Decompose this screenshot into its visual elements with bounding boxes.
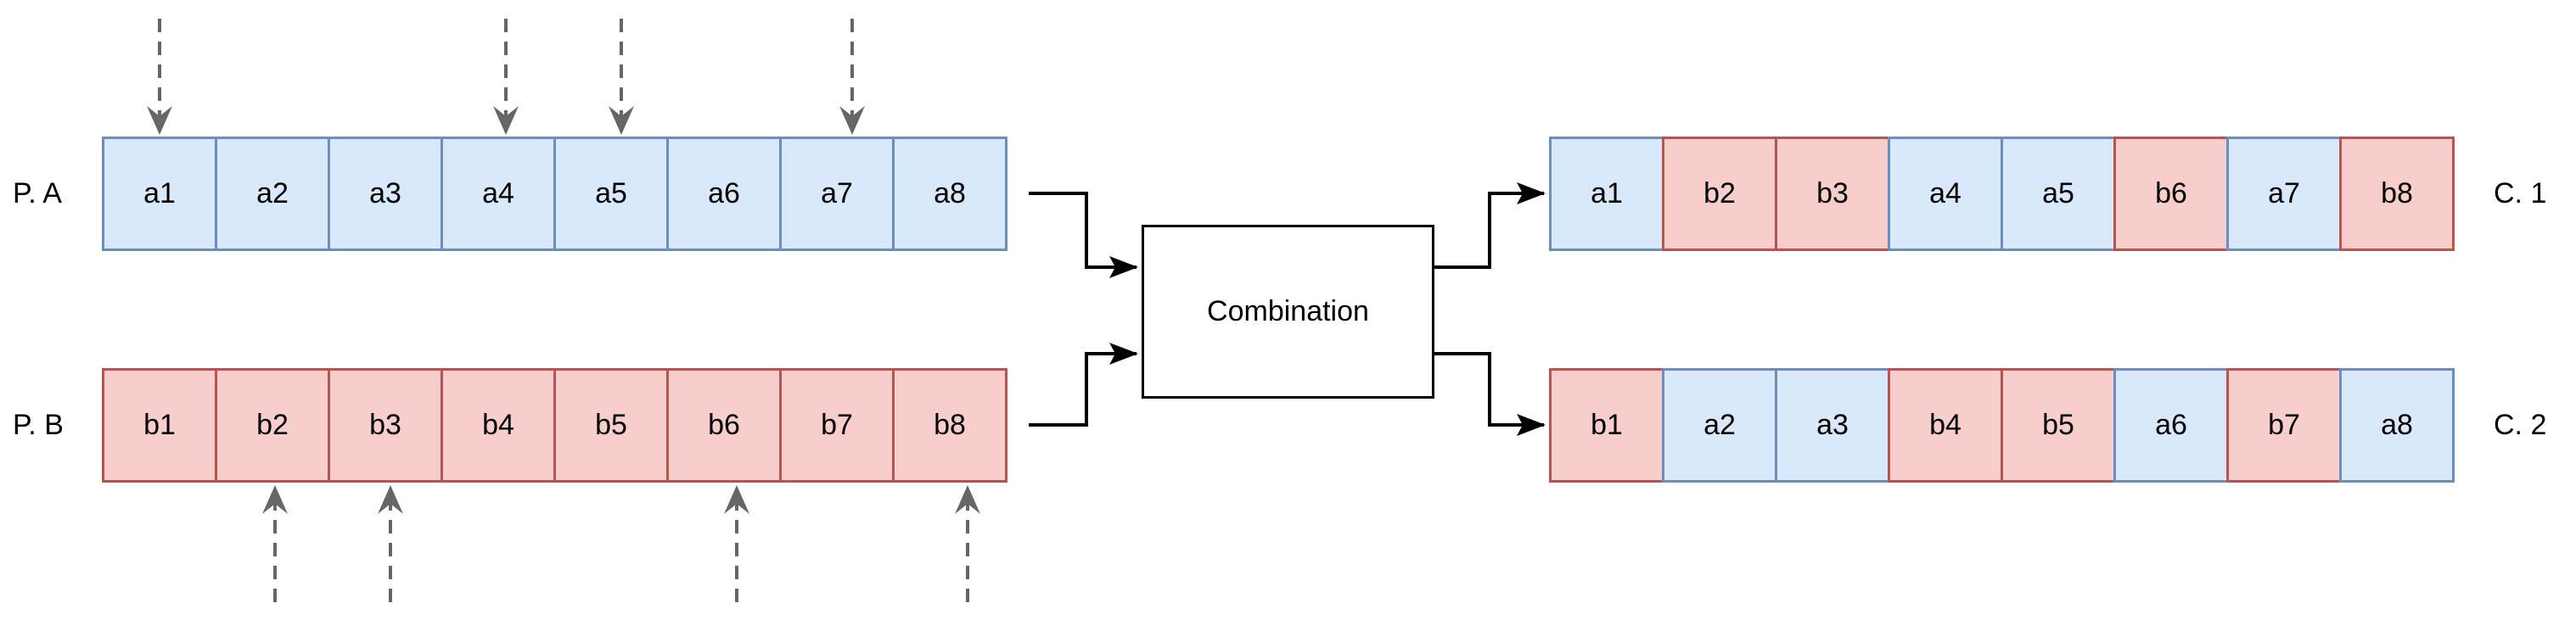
gene-cell: b5 (553, 368, 669, 483)
gene-cell: a3 (328, 137, 443, 251)
gene-cell: b8 (892, 368, 1007, 483)
connector-combination-to-child-2 (1434, 352, 1546, 436)
gene-cell: a5 (2001, 137, 2116, 251)
gene-cell: a6 (666, 137, 782, 251)
gene-cell: a2 (1662, 368, 1777, 483)
gene-cell: b6 (666, 368, 782, 483)
gene-cell: a6 (2113, 368, 2229, 483)
gene-cell: a4 (1888, 137, 2003, 251)
connector-parent-a-to-combination (1029, 192, 1138, 278)
gene-cell: a4 (441, 137, 556, 251)
gene-cell: b1 (102, 368, 217, 483)
connector-parent-b-to-combination (1029, 343, 1138, 427)
parent-b-label: P. B (13, 409, 64, 441)
gene-cell: a2 (215, 137, 330, 251)
gene-cell: a7 (779, 137, 895, 251)
gene-cell: a8 (892, 137, 1007, 251)
parent-b-row: b1 b2 b3 b4 b5 b6 b7 b8 (102, 368, 1007, 483)
child-2-row: b1 a2 a3 b4 b5 a6 b7 a8 (1549, 368, 2455, 483)
combination-box: Combination (1142, 225, 1434, 399)
child-1-label: C. 1 (2494, 177, 2547, 209)
gene-cell: a1 (102, 137, 217, 251)
gene-cell: b4 (441, 368, 556, 483)
gene-cell: b2 (215, 368, 330, 483)
gene-cell: a5 (553, 137, 669, 251)
gene-cell: b4 (1888, 368, 2003, 483)
gene-cell: b2 (1662, 137, 1777, 251)
gene-cell: b5 (2001, 368, 2116, 483)
gene-cell: b7 (779, 368, 895, 483)
gene-cell: a8 (2339, 368, 2455, 483)
gene-cell: b7 (2226, 368, 2342, 483)
gene-cell: a3 (1775, 368, 1890, 483)
connector-combination-to-child-1 (1434, 182, 1546, 269)
parent-a-row: a1 a2 a3 a4 a5 a6 a7 a8 (102, 137, 1007, 251)
gene-cell: a1 (1549, 137, 1664, 251)
gene-cell: a7 (2226, 137, 2342, 251)
gene-cell: b6 (2113, 137, 2229, 251)
gene-cell: b3 (1775, 137, 1890, 251)
gene-cell: b8 (2339, 137, 2455, 251)
gene-cell: b3 (328, 368, 443, 483)
child-1-row: a1 b2 b3 a4 a5 b6 a7 b8 (1549, 137, 2455, 251)
child-2-label: C. 2 (2494, 409, 2547, 441)
parent-a-label: P. A (13, 177, 62, 209)
gene-cell: b1 (1549, 368, 1664, 483)
